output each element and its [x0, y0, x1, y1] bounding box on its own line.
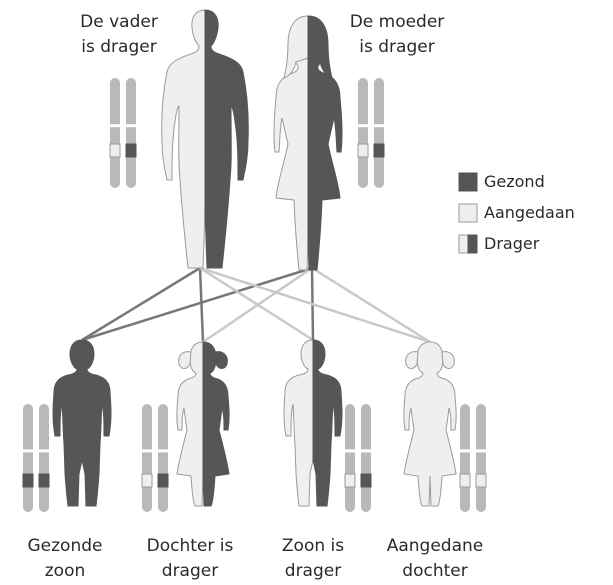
child-1-chromosomes-gene-band-2	[39, 474, 49, 487]
mother-caption: De moeder is drager	[342, 10, 452, 60]
father-chromosomes	[110, 78, 136, 188]
father-caption-line-1: De vader	[64, 10, 174, 35]
legend-swatch-affected	[459, 204, 477, 222]
child-1-chromosomes-chromatid-1	[23, 404, 33, 512]
child-caption-healthy-son: Gezonde zoon	[10, 534, 120, 584]
mother-chromosomes	[358, 78, 384, 188]
carrier-son-right-half	[313, 340, 342, 506]
child-4-chromosomes-gene-band-1	[460, 474, 470, 487]
mother-to-child-1-line	[82, 268, 312, 340]
child-3-chromosomes	[345, 404, 371, 512]
child-2-chromosomes-chromatid-2	[158, 404, 168, 512]
carrier-daughter-pigtail-right	[215, 352, 227, 369]
father-chromosomes-centromere-1	[110, 124, 120, 127]
inheritance-lines	[82, 268, 430, 342]
child-caption-3-line-1: Zoon is	[258, 534, 368, 559]
mother-caption-line-1: De moeder	[342, 10, 452, 35]
child-caption-affected-daughter: Aangedane dochter	[375, 534, 495, 584]
mother-chromosomes-centromere-1	[358, 124, 368, 127]
mother-chromosomes-centromere-2	[374, 124, 384, 127]
father-caption-line-2: is drager	[64, 35, 174, 60]
child-4-chromosomes-centromere-2	[476, 449, 486, 452]
mother-chromosomes-chromatid-1	[358, 78, 368, 188]
child-caption-carrier-son: Zoon is drager	[258, 534, 368, 584]
father-figure	[162, 10, 249, 268]
father-caption: De vader is drager	[64, 10, 174, 60]
carrier-daughter-pigtail-left	[179, 352, 191, 369]
child-3-chromosomes-centromere-2	[361, 449, 371, 452]
child-4-chromosomes-chromatid-2	[476, 404, 486, 512]
mother-chromosomes-gene-band-2	[374, 144, 384, 157]
mother-to-child-4-line	[312, 268, 430, 342]
father-to-child-4-line	[200, 268, 430, 342]
father-to-child-1-line	[82, 268, 200, 340]
child-4-chromosomes-chromatid-1	[460, 404, 470, 512]
child-healthy-son-figure	[53, 340, 111, 506]
child-4-chromosomes-centromere-1	[460, 449, 470, 452]
legend-swatch-healthy	[459, 173, 477, 191]
mother-caption-line-2: is drager	[342, 35, 452, 60]
child-3-chromosomes-chromatid-2	[361, 404, 371, 512]
child-3-chromosomes-gene-band-1	[345, 474, 355, 487]
child-1-chromosomes-chromatid-2	[39, 404, 49, 512]
child-caption-carrier-daughter: Dochter is drager	[130, 534, 250, 584]
child-2-chromosomes-chromatid-1	[142, 404, 152, 512]
legend-label-healthy: Gezond	[484, 172, 545, 192]
child-1-chromosomes	[23, 404, 49, 512]
legend-label-carrier: Drager	[484, 234, 539, 254]
child-3-chromosomes-centromere-1	[345, 449, 355, 452]
child-2-chromosomes-gene-band-2	[158, 474, 168, 487]
child-caption-1-line-1: Gezonde	[10, 534, 120, 559]
child-3-chromosomes-gene-band-2	[361, 474, 371, 487]
child-2-chromosomes-centromere-2	[158, 449, 168, 452]
father-chromosomes-gene-band-1	[110, 144, 120, 157]
child-affected-daughter-figure	[404, 342, 456, 506]
child-4-chromosomes	[460, 404, 486, 512]
child-carrier-son-figure	[284, 340, 342, 506]
mother-chromosomes-chromatid-2	[374, 78, 384, 188]
child-2-chromosomes	[142, 404, 168, 512]
father-chromosomes-centromere-2	[126, 124, 136, 127]
child-caption-4-line-1: Aangedane	[375, 534, 495, 559]
mother-chromosomes-gene-band-1	[358, 144, 368, 157]
legend-label-affected: Aangedaan	[484, 203, 575, 223]
carrier-son-left-half	[284, 340, 313, 506]
affected-daughter-pigtail-left	[406, 352, 418, 369]
child-1-chromosomes-centromere-2	[39, 449, 49, 452]
affected-daughter-pigtail-right	[442, 352, 454, 369]
father-right-half	[205, 10, 248, 268]
child-2-chromosomes-gene-band-1	[142, 474, 152, 487]
father-to-child-2-line	[200, 268, 203, 342]
child-caption-3-line-2: drager	[258, 559, 368, 584]
child-3-chromosomes-chromatid-1	[345, 404, 355, 512]
father-chromosomes-chromatid-1	[110, 78, 120, 188]
father-chromosomes-chromatid-2	[126, 78, 136, 188]
child-caption-2-line-2: drager	[130, 559, 250, 584]
legend-swatches	[459, 173, 477, 253]
healthy-son-body	[53, 340, 111, 506]
child-caption-1-line-2: zoon	[10, 559, 120, 584]
child-carrier-daughter-figure	[177, 342, 229, 506]
child-caption-2-line-1: Dochter is	[130, 534, 250, 559]
child-1-chromosomes-centromere-1	[23, 449, 33, 452]
father-chromosomes-gene-band-2	[126, 144, 136, 157]
child-1-chromosomes-gene-band-1	[23, 474, 33, 487]
child-2-chromosomes-centromere-1	[142, 449, 152, 452]
child-caption-4-line-2: dochter	[375, 559, 495, 584]
mother-figure	[274, 16, 342, 270]
legend-swatch-carrier	[459, 235, 477, 253]
child-4-chromosomes-gene-band-2	[476, 474, 486, 487]
